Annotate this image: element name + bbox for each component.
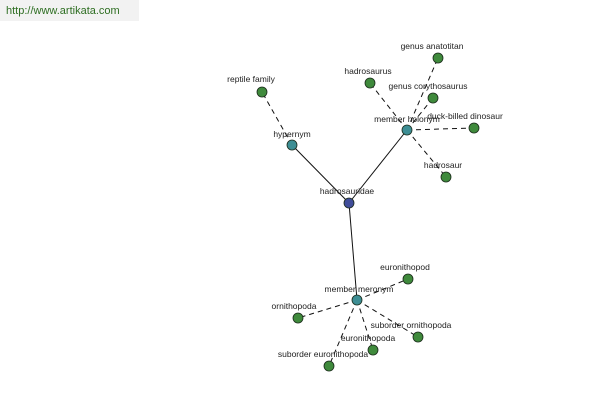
node-euronithopod[interactable] xyxy=(402,273,414,285)
edge-member-meronym-to-suborder-euronithopoda xyxy=(328,299,358,367)
node-hadrosaur[interactable] xyxy=(440,171,452,183)
node-label-suborder-euronithopoda[interactable]: suborder euronithopoda xyxy=(278,349,369,359)
node-label-hadrosaur[interactable]: hadrosaur xyxy=(424,160,462,170)
node-reptile-family[interactable] xyxy=(256,86,268,98)
node-suborder-euronithopoda[interactable] xyxy=(323,360,335,372)
node-hypernym[interactable] xyxy=(286,139,298,151)
graph-labels: hadrosauridae hypernym member holonym membe… xyxy=(227,41,503,359)
edge-hadrosauridae-to-hypernym xyxy=(291,144,350,204)
edge-member-meronym-to-euronithopod xyxy=(356,278,409,301)
node-duck-billed-dinosaur[interactable] xyxy=(468,122,480,134)
node-hadrosaurus[interactable] xyxy=(364,77,376,89)
node-label-member-meronym[interactable]: member meronym xyxy=(325,284,394,294)
node-label-reptile-family[interactable]: reptile family xyxy=(227,74,275,84)
node-label-member-holonym[interactable]: member holonym xyxy=(374,114,440,124)
node-label-genus-anatotitan[interactable]: genus anatotitan xyxy=(401,41,464,51)
node-hadrosauridae[interactable] xyxy=(343,197,355,209)
edge-hypernym-to-reptile-family xyxy=(261,91,293,146)
node-euronithopoda[interactable] xyxy=(367,344,379,356)
edge-member-holonym-to-genus-anatotitan xyxy=(406,57,439,131)
node-label-hadrosaurus[interactable]: hadrosaurus xyxy=(344,66,391,76)
graph-nodes xyxy=(256,52,480,372)
edge-member-holonym-to-genus-corythosaurus xyxy=(406,97,434,131)
edge-member-holonym-to-duck-billed-dinosaur xyxy=(406,127,475,131)
node-genus-anatotitan[interactable] xyxy=(432,52,444,64)
edge-member-meronym-to-ornithopoda xyxy=(297,299,358,319)
node-label-euronithopod[interactable]: euronithopod xyxy=(380,262,430,272)
edge-hadrosauridae-to-member-meronym xyxy=(348,202,358,301)
node-genus-corythosaurus[interactable] xyxy=(427,92,439,104)
edge-hadrosauridae-to-member-holonym xyxy=(348,129,408,204)
edge-member-meronym-to-suborder-ornithopoda xyxy=(356,299,419,338)
edge-member-holonym-to-hadrosaur xyxy=(406,129,447,178)
node-label-hypernym[interactable]: hypernym xyxy=(273,129,310,139)
edge-member-holonym-to-hadrosaurus xyxy=(369,82,408,131)
node-suborder-ornithopoda[interactable] xyxy=(412,331,424,343)
graph-edges xyxy=(261,57,475,367)
node-label-hadrosauridae[interactable]: hadrosauridae xyxy=(320,186,375,196)
node-label-genus-corythosaurus[interactable]: genus corythosaurus xyxy=(389,81,468,91)
node-label-suborder-ornithopoda[interactable]: suborder ornithopoda xyxy=(371,320,452,330)
node-label-ornithopoda[interactable]: ornithopoda xyxy=(272,301,317,311)
node-label-euronithopoda[interactable]: euronithopoda xyxy=(341,333,396,343)
node-ornithopoda[interactable] xyxy=(292,312,304,324)
node-member-holonym[interactable] xyxy=(401,124,413,136)
node-member-meronym[interactable] xyxy=(351,294,363,306)
node-label-duck-billed-dinosaur[interactable]: duck-billed dinosaur xyxy=(427,111,503,121)
site-url-link[interactable]: http://www.artikata.com xyxy=(0,0,139,21)
